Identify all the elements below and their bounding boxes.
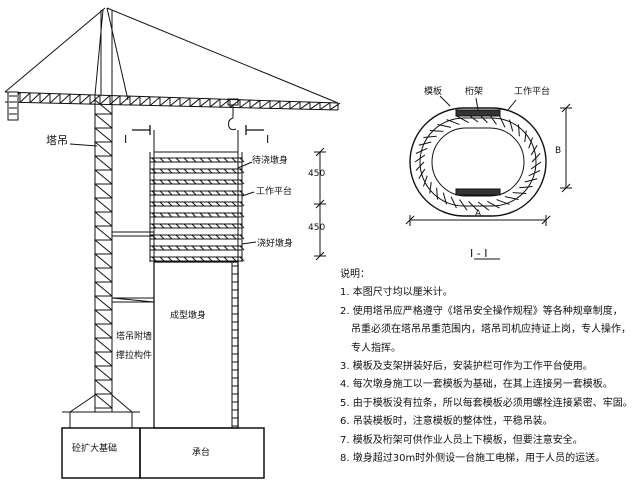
label-dim-450-top: 450 <box>308 169 325 179</box>
section-cut-marks <box>132 125 264 135</box>
section-mark-right: I <box>266 133 269 146</box>
label-formed-pier: 成型墩身 <box>170 309 206 321</box>
label-poured-pier: 浇好墩身 <box>257 237 293 249</box>
formwork-stack <box>149 152 245 262</box>
note-line: 8. 墩身超过30m时外侧设一台施工电梯，用于人员的运送。 <box>340 453 606 465</box>
note-line: 3. 模板及支架拼装好后，安装护栏可作为工作平台使用。 <box>340 361 593 373</box>
label-crane-foundation: 砼扩大基础 <box>72 442 117 454</box>
tie-members <box>111 231 155 303</box>
crane-hook <box>227 98 239 131</box>
label-tie-member-2: 撑拉构件 <box>116 349 152 361</box>
note-line: 4. 每次墩身施工以一套模板为基础，在其上连接另一套模板。 <box>340 379 613 391</box>
note-line: 5. 由于模板没有拉条，所以每套模板必须用螺栓连接紧密、牢固。 <box>340 397 633 409</box>
label-pouring-pier: 待浇墩身 <box>252 154 288 166</box>
label-dim-a: A <box>475 209 482 219</box>
tower-mast <box>69 95 133 413</box>
formed-pier-body <box>153 261 239 429</box>
label-work-platform: 工作平台 <box>256 185 292 197</box>
label-dim-b: B <box>555 146 561 156</box>
pile-cap <box>139 427 265 479</box>
label-formwork: 模板 <box>424 85 442 97</box>
note-line: 专人指挥。 <box>351 342 401 354</box>
label-dim-450-bottom: 450 <box>308 223 325 233</box>
notes-list: 1. 本图尺寸均以厘米计。 2. 使用塔吊应严格遵守《塔吊安全操作规程》等各种规章… <box>340 284 638 468</box>
notes-heading: 说明： <box>340 269 370 280</box>
pier-upper <box>153 151 239 263</box>
note-line: 1. 本图尺寸均以厘米计。 <box>340 287 453 299</box>
label-tie-member-1: 塔吊附墙 <box>116 330 152 342</box>
note-line: 吊重必须在塔吊吊重范围内，塔吊司机应持证上岗，专人操作， <box>351 324 631 336</box>
notes-block: 说明： 1. 本图尺寸均以厘米计。 2. 使用塔吊应严格遵守《塔吊安全操作规程》等… <box>340 266 638 468</box>
section-view <box>405 95 572 260</box>
label-tower-crane: 塔吊 <box>46 134 68 147</box>
counterweight <box>7 91 19 121</box>
label-section-platform: 工作平台 <box>514 85 550 97</box>
note-line: 7. 模板及桁架可供作业人员上下模板，但要注意安全。 <box>340 434 583 446</box>
label-pile-cap: 承台 <box>192 446 210 458</box>
section-mark-left: I <box>124 133 127 146</box>
note-line: 2. 使用塔吊应严格遵守《塔吊安全操作规程》等各种规章制度， <box>340 305 623 317</box>
crane-jib <box>4 7 341 111</box>
dimension-450 <box>314 147 326 261</box>
note-line: 6. 吊装模板时，注意模板的整体性，平稳吊装。 <box>340 416 553 428</box>
label-truss: 桁架 <box>465 85 483 97</box>
section-title: I - I <box>470 247 487 260</box>
